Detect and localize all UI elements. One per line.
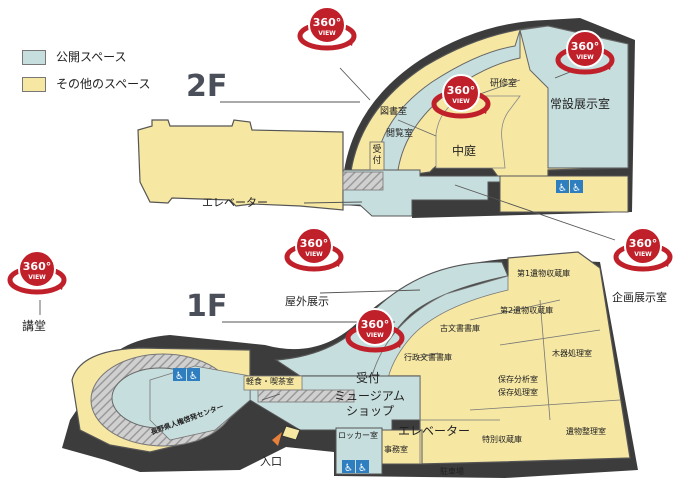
floor-1f-entrance-door [281, 425, 301, 441]
view-360-button-reception[interactable]: 360°VIEW [344, 306, 406, 360]
room-wood-processing: 木器処理室 [552, 349, 592, 358]
room-auditorium: 講堂 [22, 319, 47, 333]
room-office: 事務室 [384, 445, 408, 454]
floor-1f-arc-band [371, 275, 509, 379]
view-360-caption: VIEW [28, 274, 46, 281]
room-permanent: 常設展示室 [550, 97, 611, 111]
view-360-caption: VIEW [305, 251, 323, 258]
legend-public-swatch [22, 50, 46, 65]
room-special-storage: 特別収蔵庫 [482, 435, 522, 444]
room-storage-2: 第2遺物収蔵庫 [500, 306, 554, 315]
view-360-number: 360° [629, 237, 657, 250]
room-admin-documents: 行政文書書庫 [404, 353, 452, 362]
view-360-button-library[interactable]: 360°VIEW [296, 4, 358, 58]
room-lounge: 軽食・喫茶室 [246, 377, 294, 386]
elevator-1f: エレベーター [398, 424, 471, 438]
view-360-number: 360° [23, 260, 51, 273]
floor-1f-plan [62, 251, 638, 478]
view-360-caption: VIEW [318, 30, 336, 37]
room-library: 図書室 [380, 107, 408, 117]
area-outdoor-exhibit: 屋外展示 [285, 295, 329, 308]
entrance-label: 入口 [260, 455, 282, 468]
view-360-number: 360° [571, 40, 599, 53]
view-360-button-auditorium[interactable]: 360°VIEW [6, 248, 68, 302]
view-360-caption: VIEW [366, 332, 384, 339]
room-old-documents: 古文書書庫 [440, 324, 480, 333]
legend-public-label: 公開スペース [56, 50, 127, 64]
view-360-number: 360° [447, 84, 475, 97]
view-360-icon [356, 308, 394, 346]
view-360-button-special[interactable]: 360°VIEW [612, 225, 674, 279]
view-360-icon [442, 74, 480, 112]
legend-other-label: その他のスペース [56, 77, 151, 91]
reception-1f: 受付 [356, 371, 381, 385]
toilet-icon: ♿ ♿ [556, 180, 583, 194]
svg-text:♿: ♿ [175, 371, 184, 382]
view-360-caption: VIEW [576, 54, 594, 61]
entrance-arrow-icon [272, 432, 282, 446]
room-courtyard: 中庭 [452, 144, 477, 158]
floor-1f-office [381, 429, 423, 465]
room-storage-1: 第1遺物収蔵庫 [517, 269, 571, 278]
toilet-icon-1f-left: ♿ ♿ [173, 368, 200, 382]
floor-1f-stairs [257, 389, 355, 403]
view-360-button-permanent[interactable]: 360°VIEW [554, 28, 616, 82]
floor-2f-corridor [342, 169, 549, 217]
room-analysis: 保存分析室 [498, 375, 538, 384]
view-360-number: 360° [313, 16, 341, 29]
view-360-number: 360° [300, 237, 328, 250]
room-treatment: 保存処理室 [498, 388, 538, 397]
view-360-icon [18, 250, 56, 288]
floor-2f-stairs [342, 171, 384, 191]
room-training: 研修室 [490, 79, 518, 89]
view-360-icon [566, 30, 604, 68]
view-360-icon [308, 6, 346, 44]
floor-label-2f: 2F [186, 69, 228, 104]
toilet-icon-1f-right: ♿ ♿ [342, 460, 369, 474]
area-parking: 駐車場 [440, 467, 464, 476]
view-360-button-courtyard[interactable]: 360°VIEW [430, 72, 492, 126]
view-360-button-outdoor[interactable]: 360°VIEW [283, 225, 345, 279]
room-special-exhibit: 企画展示室 [612, 291, 667, 304]
view-360-number: 360° [361, 318, 389, 331]
view-360-icon [624, 227, 662, 265]
floor-1f-auditorium-lobby [149, 365, 251, 441]
svg-text:♿: ♿ [344, 463, 353, 474]
elevator-2f: エレベーター [202, 196, 268, 209]
room-reception-2f: 受付 [372, 145, 382, 166]
svg-text:♿: ♿ [358, 463, 367, 474]
floor-2f-leaders [220, 67, 616, 241]
view-360-icon [295, 227, 333, 265]
museum-shop-line2: ショップ [346, 404, 395, 418]
floor-2f-reception-box [369, 141, 385, 171]
svg-text:♿: ♿ [558, 183, 567, 194]
museum-shop-line1: ミュージアム [334, 389, 405, 403]
room-artifact-organizing: 遺物整理室 [566, 427, 606, 436]
floor-label-1f: 1F [186, 289, 228, 324]
legend-other-swatch [22, 77, 46, 92]
view-360-caption: VIEW [452, 98, 470, 105]
room-locker: ロッカー室 [338, 431, 378, 440]
svg-text:♿: ♿ [572, 183, 581, 194]
svg-text:♿: ♿ [189, 371, 198, 382]
room-reading: 閲覧室 [386, 129, 414, 139]
view-360-caption: VIEW [634, 251, 652, 258]
